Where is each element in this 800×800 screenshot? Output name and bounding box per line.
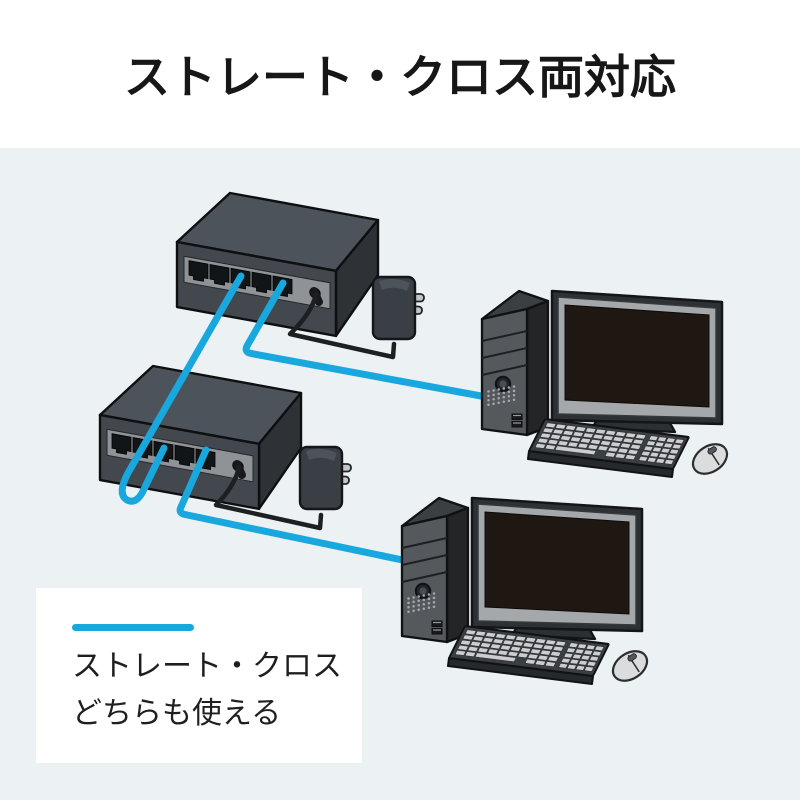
lan-cable-switch-to-switch	[118, 272, 245, 505]
lan-cable-top-pc	[242, 279, 496, 402]
legend-text-line2: どちらも使える	[72, 697, 282, 730]
cable-color-key	[72, 624, 194, 631]
lan-cable-bottom-pc	[176, 446, 416, 566]
power-cord-bottom	[213, 464, 324, 531]
power-cord-top	[287, 291, 397, 360]
title-band: ストレート・クロス両対応	[0, 0, 800, 148]
page-title: ストレート・クロス両対応	[124, 51, 676, 103]
legend-box: ストレート・クロス どちらも使える	[36, 588, 362, 763]
legend-text-line1: ストレート・クロス	[72, 650, 342, 683]
